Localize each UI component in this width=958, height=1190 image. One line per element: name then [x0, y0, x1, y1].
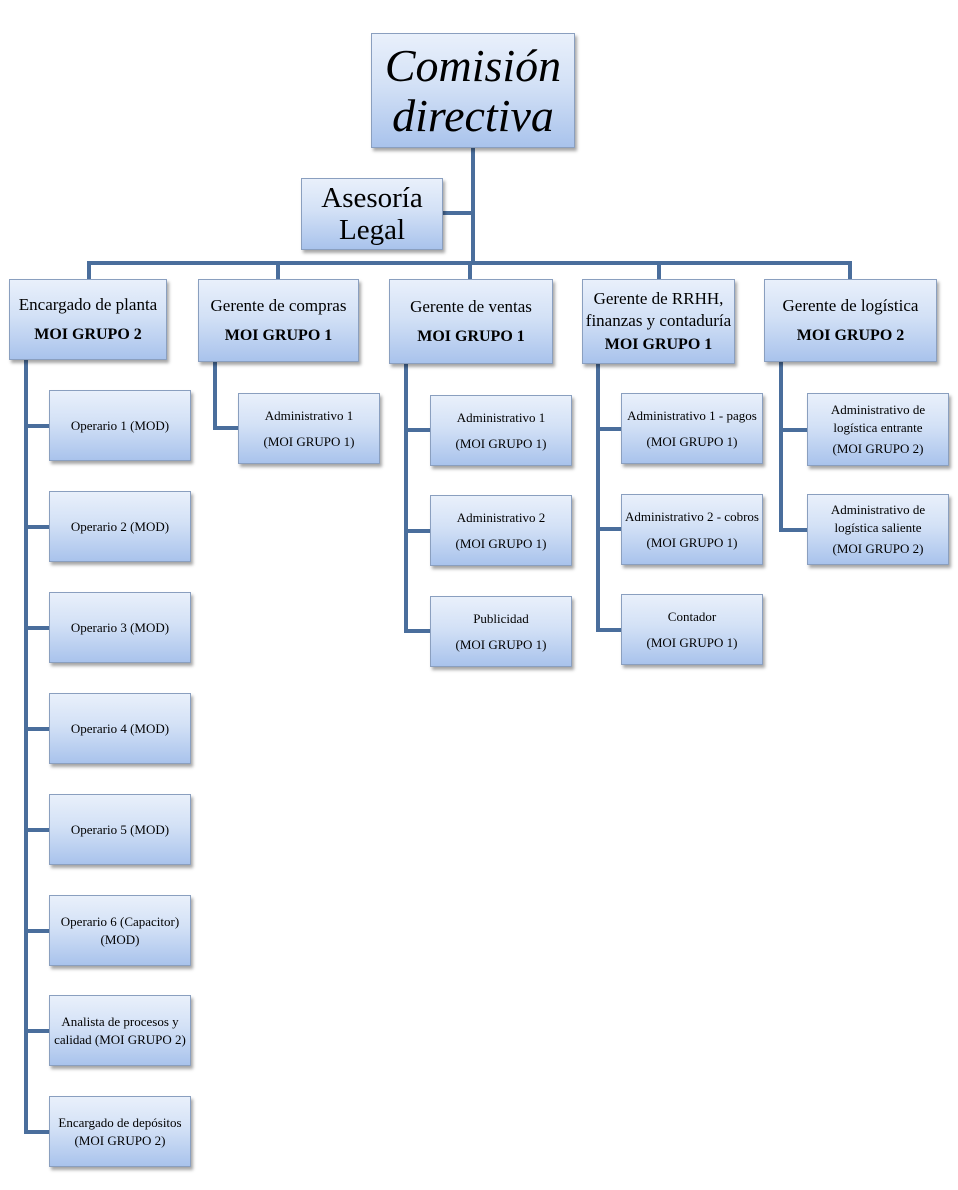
advisory-line2: Legal — [338, 214, 405, 246]
dept-title-line2: finanzas y contaduría — [585, 310, 732, 330]
dept-box-ventas: Gerente de ventas MOI GRUPO 1 — [389, 279, 553, 364]
dept-box-rrhh: Gerente de RRHH, finanzas y contaduría M… — [582, 279, 735, 364]
role-line1: Administrativo de — [830, 502, 926, 517]
role-line3: (MOI GRUPO 2) — [832, 441, 924, 456]
role-box-ventas-admin-1: Administrativo 1 (MOI GRUPO 1) — [430, 395, 572, 466]
advisory-line1: Asesoría — [321, 182, 423, 214]
role-box-operario-2: Operario 2 (MOD) — [49, 491, 191, 562]
role-box-compras-admin-1: Administrativo 1 (MOI GRUPO 1) — [238, 393, 380, 464]
role-box-logistica-saliente: Administrativo de logística saliente (MO… — [807, 494, 949, 565]
role-line1: Analista de procesos y — [61, 1013, 179, 1029]
role-box-ventas-publicidad: Publicidad (MOI GRUPO 1) — [430, 596, 572, 667]
role-line1: Publicidad — [473, 610, 529, 626]
role-box-rrhh-admin-cobros: Administrativo 2 - cobros (MOI GRUPO 1) — [621, 494, 763, 565]
advisory-box-asesoria-legal: Asesoría Legal — [301, 178, 443, 250]
role-line3: (MOI GRUPO 2) — [832, 541, 924, 556]
dept-title: Gerente de compras — [210, 295, 347, 315]
role-box-operario-3: Operario 3 (MOD) — [49, 592, 191, 663]
role-line2: (MOI GRUPO 2) — [74, 1132, 166, 1148]
dept-title: Gerente de logística — [782, 295, 919, 315]
root-line2: directiva — [392, 89, 554, 141]
role-line1: Operario 4 (MOD) — [70, 720, 170, 736]
role-box-analista: Analista de procesos y calidad (MOI GRUP… — [49, 995, 191, 1066]
role-line1: Contador — [667, 608, 717, 624]
dept-title-line1: Gerente de RRHH, — [593, 288, 724, 308]
role-box-operario-1: Operario 1 (MOD) — [49, 390, 191, 461]
role-line2: logística entrante — [833, 420, 923, 435]
dept-title: Gerente de ventas — [410, 296, 532, 316]
role-line1: Operario 6 (Capacitor) — [60, 913, 180, 929]
role-line1: Administrativo 1 - pagos — [627, 407, 757, 423]
role-box-encargado-depositos: Encargado de depósitos (MOI GRUPO 2) — [49, 1096, 191, 1167]
role-line2: (MOI GRUPO 1) — [646, 534, 738, 550]
role-line1: Administrativo 1 — [456, 409, 546, 425]
dept-box-planta: Encargado de planta MOI GRUPO 2 — [9, 279, 167, 360]
role-line2: (MOI GRUPO 1) — [263, 433, 355, 449]
role-line2: logística saliente — [834, 520, 922, 535]
role-line2: (MOI GRUPO 1) — [646, 634, 738, 650]
role-line1: Administrativo 2 — [456, 509, 546, 525]
role-line2: (MOI GRUPO 1) — [455, 435, 547, 451]
role-line1: Encargado de depósitos — [58, 1114, 182, 1130]
dept-box-compras: Gerente de compras MOI GRUPO 1 — [198, 279, 359, 362]
role-line2: (MOD) — [100, 931, 140, 947]
dept-box-logistica: Gerente de logística MOI GRUPO 2 — [764, 279, 937, 362]
dept-group: MOI GRUPO 2 — [796, 326, 905, 344]
role-box-operario-4: Operario 4 (MOD) — [49, 693, 191, 764]
role-line2: calidad (MOI GRUPO 2) — [54, 1031, 186, 1047]
dept-title: Encargado de planta — [18, 294, 158, 314]
root-box-comision-directiva: Comisión directiva — [371, 33, 575, 148]
role-line1: Operario 2 (MOD) — [70, 518, 170, 534]
role-line1: Operario 1 (MOD) — [70, 417, 170, 433]
root-line1: Comisión — [384, 39, 562, 91]
role-line1: Operario 3 (MOD) — [70, 619, 170, 635]
role-line1: Administrativo de — [830, 402, 926, 417]
role-box-rrhh-contador: Contador (MOI GRUPO 1) — [621, 594, 763, 665]
role-line2: (MOI GRUPO 1) — [455, 535, 547, 551]
dept-group: MOI GRUPO 2 — [34, 325, 142, 343]
role-box-ventas-admin-2: Administrativo 2 (MOI GRUPO 1) — [430, 495, 572, 566]
dept-group: MOI GRUPO 1 — [224, 326, 333, 344]
role-box-rrhh-admin-pagos: Administrativo 1 - pagos (MOI GRUPO 1) — [621, 393, 763, 464]
role-box-operario-6: Operario 6 (Capacitor) (MOD) — [49, 895, 191, 966]
role-box-operario-5: Operario 5 (MOD) — [49, 794, 191, 865]
role-line1: Operario 5 (MOD) — [70, 821, 170, 837]
role-box-logistica-entrante: Administrativo de logística entrante (MO… — [807, 393, 949, 466]
role-line1: Administrativo 2 - cobros — [625, 508, 759, 524]
dept-group: MOI GRUPO 1 — [604, 335, 713, 353]
role-line2: (MOI GRUPO 1) — [646, 433, 738, 449]
role-line2: (MOI GRUPO 1) — [455, 636, 547, 652]
dept-group: MOI GRUPO 1 — [417, 327, 525, 345]
role-line1: Administrativo 1 — [264, 407, 354, 423]
